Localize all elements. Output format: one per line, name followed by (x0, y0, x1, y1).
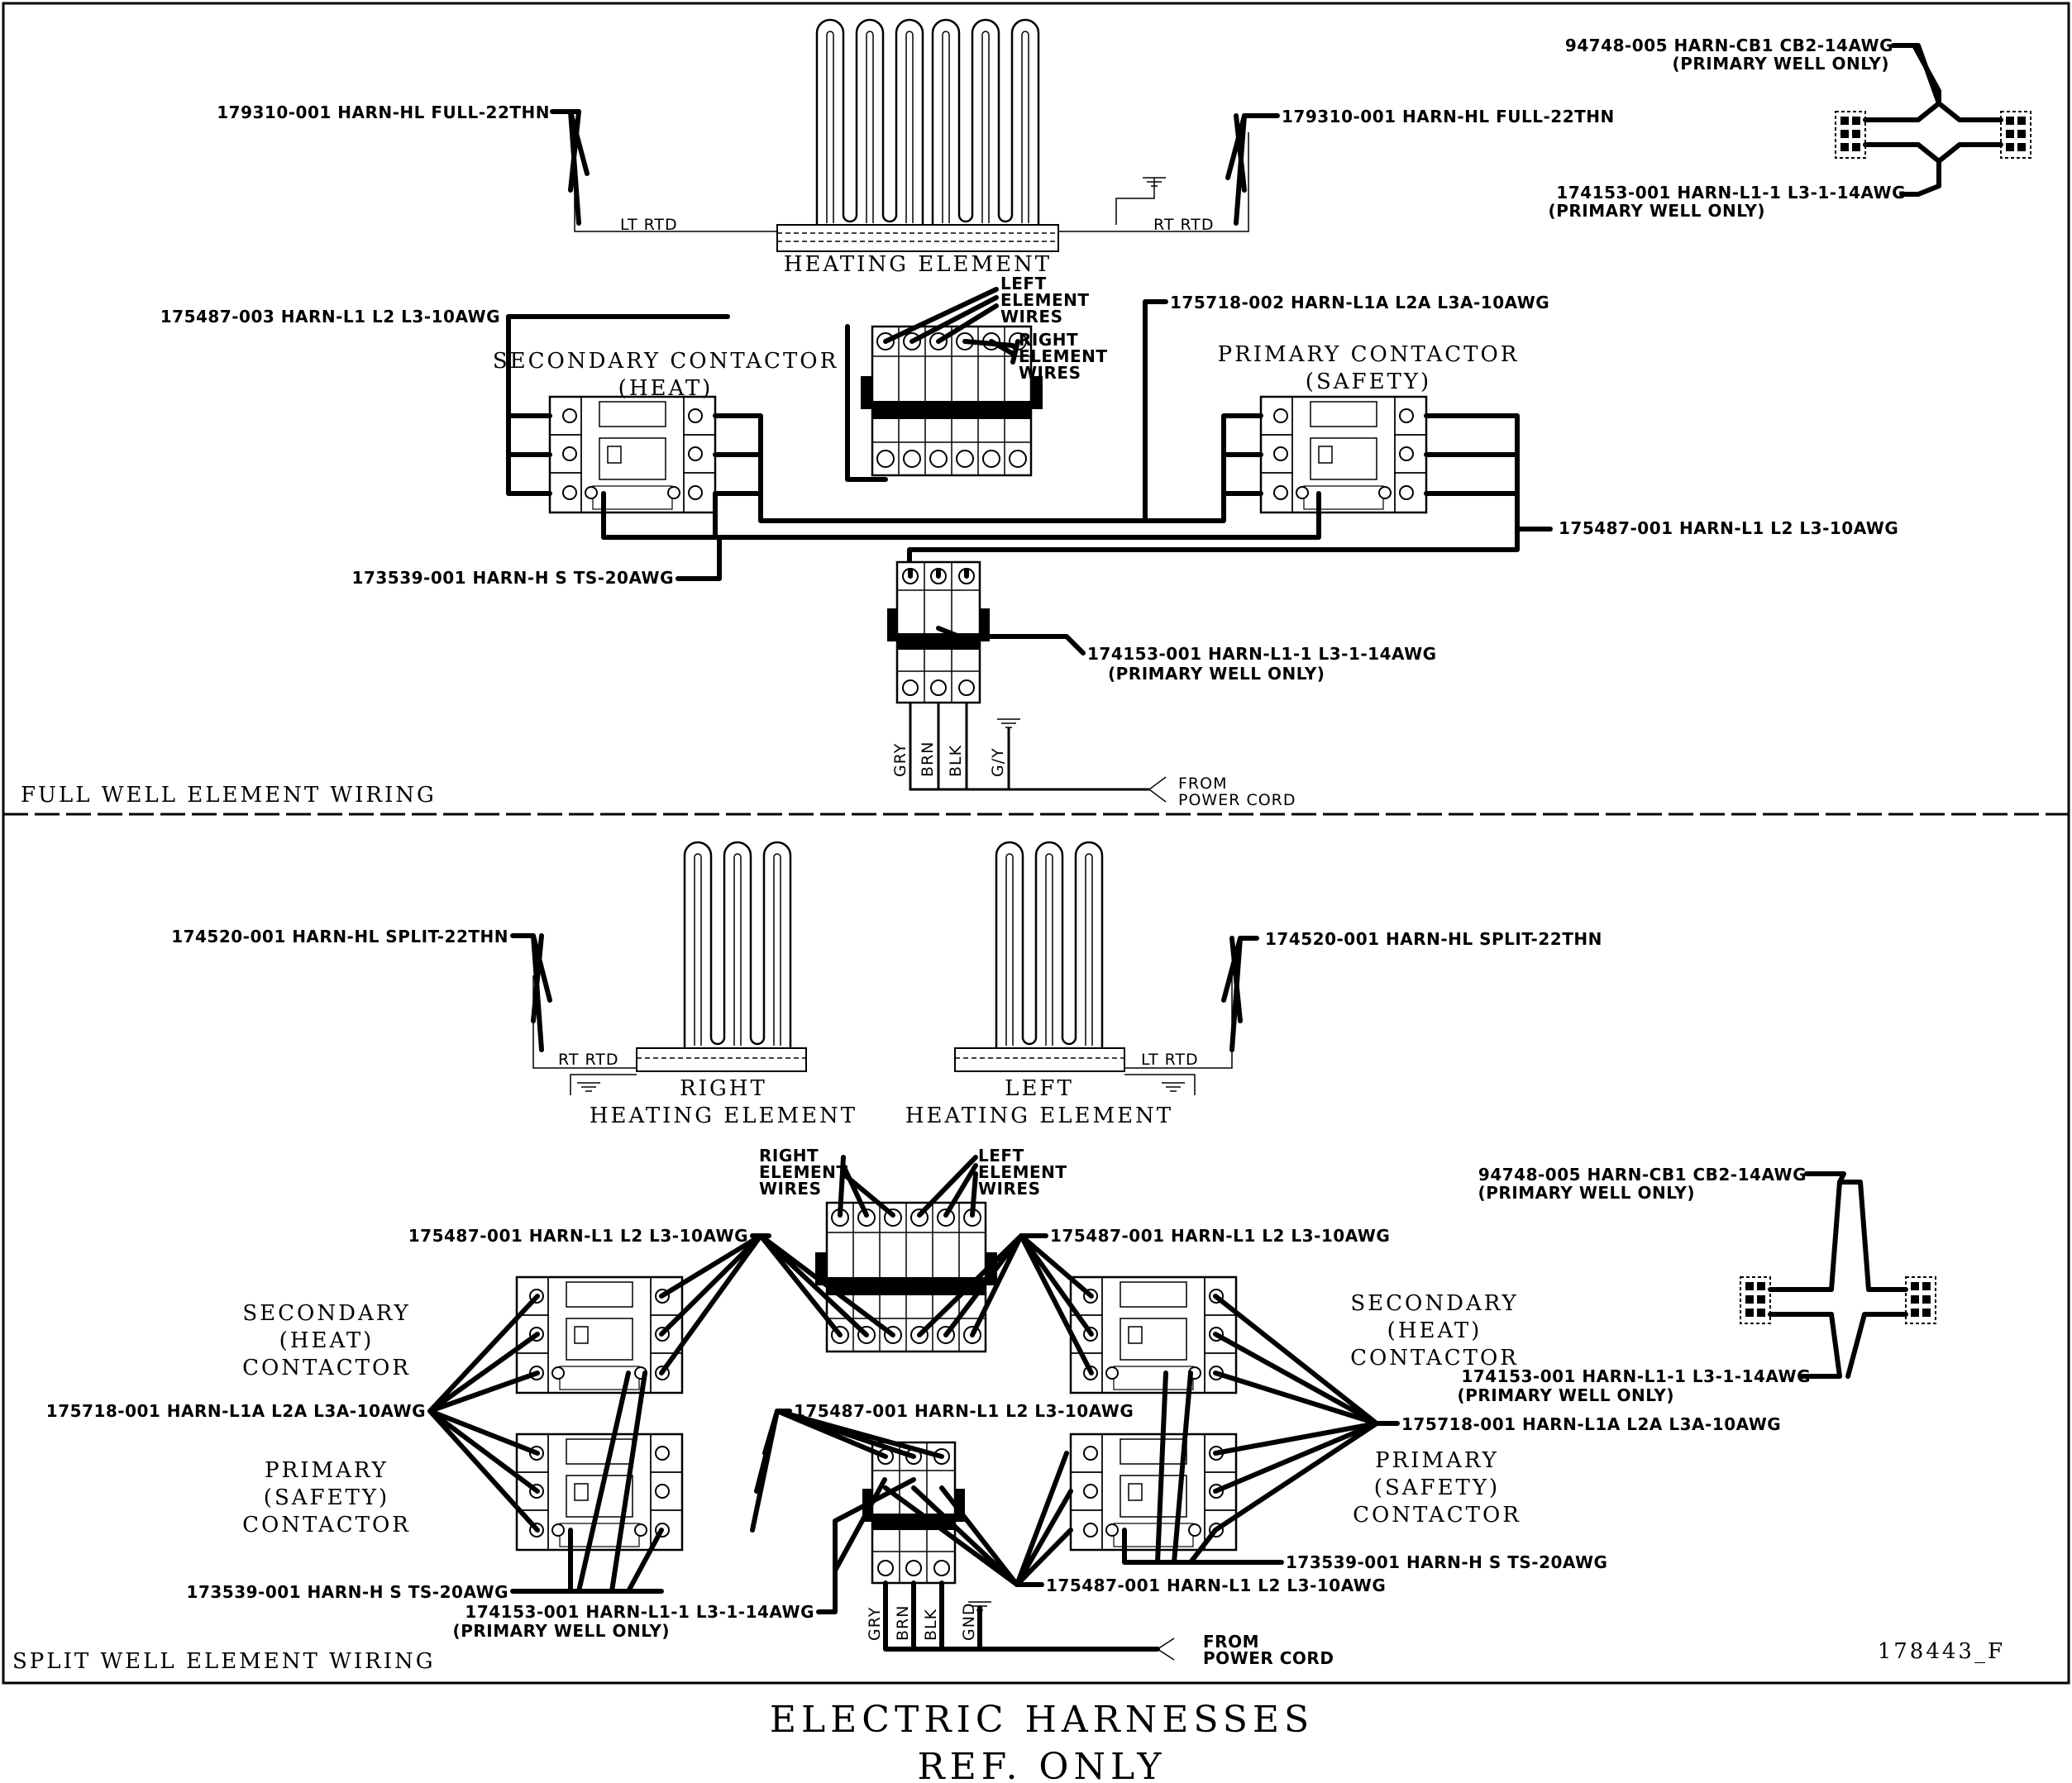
split-001-center-label: 175487-001 HARN-L1 L2 L3-10AWG (794, 1401, 1134, 1421)
full-003-label: 175487-003 HARN-L1 L2 L3-10AWG (160, 307, 500, 327)
split-718-left-label: 175718-001 HARN-L1A L2A L3A-10AWG (46, 1401, 426, 1421)
full-well-section: HEATING ELEMENT LT RTD RT RTD 179310-001… (21, 18, 2031, 809)
split-l1-right-label-2: (PRIMARY WELL ONLY) (1458, 1385, 1674, 1405)
full-section-label: FULL WELL ELEMENT WIRING (21, 783, 437, 808)
split-left-wires-1: LEFT (978, 1146, 1024, 1166)
split-right-wires-2: ELEMENT (759, 1162, 848, 1182)
split-section-label: SPLIT WELL ELEMENT WIRING (12, 1649, 436, 1674)
split-right-wires-3: WIRES (759, 1179, 821, 1199)
drawing-number: 178443_F (1878, 1639, 2005, 1664)
full-wire-gry: GRY (891, 743, 909, 777)
split-pri-right-3: CONTACTOR (1353, 1503, 1521, 1528)
split-001-left-label: 175487-001 HARN-L1 L2 L3-10AWG (408, 1226, 748, 1246)
full-secondary-label-1: SECONDARY CONTACTOR (493, 349, 838, 374)
full-hl-right-label: 179310-001 HARN-HL FULL-22THN (1282, 107, 1615, 126)
split-001-bottom-label: 175487-001 HARN-L1 L2 L3-10AWG (1046, 1576, 1386, 1595)
drawing-frame (2, 2, 2070, 1685)
diagram-title-line2: REF. ONLY (918, 1746, 1167, 1783)
full-from-1: FROM (1178, 775, 1227, 793)
full-wire-brn: BRN (919, 741, 937, 777)
split-hl-right-label: 174520-001 HARN-HL SPLIT-22THN (1265, 929, 1602, 949)
full-l1-mid-label-1: 174153-001 HARN-L1-1 L3-1-14AWG (1087, 644, 1437, 664)
split-pri-left-1: PRIMARY (265, 1458, 389, 1483)
split-wire-gry: GRY (866, 1607, 884, 1641)
full-right-wires-1: RIGHT (1019, 330, 1078, 350)
right-element-base (636, 1047, 807, 1072)
full-hs-label: 173539-001 HARN-H S TS-20AWG (352, 568, 674, 588)
split-hl-left-label: 174520-001 HARN-HL SPLIT-22THN (171, 927, 508, 946)
heating-element-base (776, 224, 1059, 252)
split-left-element-2: HEATING ELEMENT (905, 1104, 1173, 1128)
split-pri-right-2: (SAFETY) (1374, 1476, 1500, 1500)
split-left-wires-2: ELEMENT (978, 1162, 1067, 1182)
full-left-wires-1: LEFT (1000, 274, 1047, 293)
split-sec-right-1: SECONDARY (1350, 1291, 1518, 1316)
split-left-wires-3: WIRES (978, 1179, 1040, 1199)
full-hl-left-label: 179310-001 HARN-HL FULL-22THN (217, 102, 550, 122)
full-right-wires-3: WIRES (1019, 363, 1081, 383)
split-pri-right-1: PRIMARY (1375, 1448, 1499, 1473)
full-wire-gy: G/Y (989, 747, 1007, 777)
split-hs-left-label: 173539-001 HARN-H S TS-20AWG (187, 1582, 508, 1602)
split-pri-left-3: CONTACTOR (242, 1513, 411, 1537)
split-l1-right-label-1: 174153-001 HARN-L1-1 L3-1-14AWG (1461, 1366, 1811, 1386)
split-from-1: FROM (1203, 1632, 1259, 1652)
split-right-element-2: HEATING ELEMENT (590, 1104, 857, 1128)
split-wire-gnd: GND (960, 1602, 978, 1641)
split-left-element-1: LEFT (1005, 1076, 1074, 1101)
lt-rtd-label: LT RTD (620, 216, 678, 234)
full-001-label: 175487-001 HARN-L1 L2 L3-10AWG (1559, 518, 1898, 538)
full-cb-label-2: (PRIMARY WELL ONLY) (1673, 54, 1889, 74)
split-sec-right-3: CONTACTOR (1350, 1346, 1519, 1371)
split-l1-bottom-label-2: (PRIMARY WELL ONLY) (453, 1621, 670, 1641)
split-sec-left-2: (HEAT) (279, 1328, 375, 1353)
split-cb-label-2: (PRIMARY WELL ONLY) (1478, 1183, 1695, 1203)
full-from-2: POWER CORD (1178, 791, 1296, 809)
full-cb-label-1: 94748-005 HARN-CB1 CB2-14AWG (1565, 36, 1893, 55)
heating-element-label: HEATING ELEMENT (784, 252, 1052, 277)
full-l1-mid-label-2: (PRIMARY WELL ONLY) (1108, 664, 1325, 684)
split-sec-right-2: (HEAT) (1387, 1318, 1482, 1343)
split-pri-left-2: (SAFETY) (264, 1485, 389, 1510)
split-rt-rtd: RT RTD (558, 1051, 619, 1069)
split-hs-right-label: 173539-001 HARN-H S TS-20AWG (1286, 1552, 1607, 1572)
split-sec-left-3: CONTACTOR (242, 1356, 411, 1380)
full-right-wires-2: ELEMENT (1019, 346, 1108, 366)
full-l1-top-label-2: (PRIMARY WELL ONLY) (1549, 201, 1765, 221)
full-wire-blk: BLK (947, 745, 965, 777)
full-primary-label-2: (SAFETY) (1306, 369, 1431, 394)
full-left-wires-3: WIRES (1000, 307, 1062, 327)
full-secondary-label-2: (HEAT) (618, 376, 714, 401)
full-l1-top-label-1: 174153-001 HARN-L1-1 L3-1-14AWG (1556, 183, 1906, 203)
split-l1-bottom-label-1: 174153-001 HARN-L1-1 L3-1-14AWG (465, 1602, 814, 1622)
full-002-label: 175718-002 HARN-L1A L2A L3A-10AWG (1170, 293, 1549, 312)
split-001-right-label: 175487-001 HARN-L1 L2 L3-10AWG (1050, 1226, 1390, 1246)
split-from-2: POWER CORD (1203, 1648, 1334, 1668)
split-wire-brn: BRN (894, 1605, 912, 1641)
diagram-title-line1: ELECTRIC HARNESSES (770, 1699, 1314, 1741)
split-sec-left-1: SECONDARY (242, 1301, 410, 1326)
split-lt-rtd: LT RTD (1141, 1051, 1199, 1069)
split-right-element-1: RIGHT (680, 1076, 767, 1101)
split-718-right-label: 175718-001 HARN-L1A L2A L3A-10AWG (1401, 1414, 1781, 1434)
left-element-base (954, 1047, 1125, 1072)
split-right-wires-1: RIGHT (759, 1146, 819, 1166)
rt-rtd-label: RT RTD (1153, 216, 1215, 234)
full-left-wires-2: ELEMENT (1000, 290, 1090, 310)
split-cb-label-1: 94748-005 HARN-CB1 CB2-14AWG (1478, 1165, 1807, 1185)
full-primary-label-1: PRIMARY CONTACTOR (1218, 342, 1520, 367)
split-wire-blk: BLK (922, 1609, 940, 1641)
split-well-section: RIGHT HEATING ELEMENT LEFT HEATING ELEME… (12, 841, 2005, 1674)
